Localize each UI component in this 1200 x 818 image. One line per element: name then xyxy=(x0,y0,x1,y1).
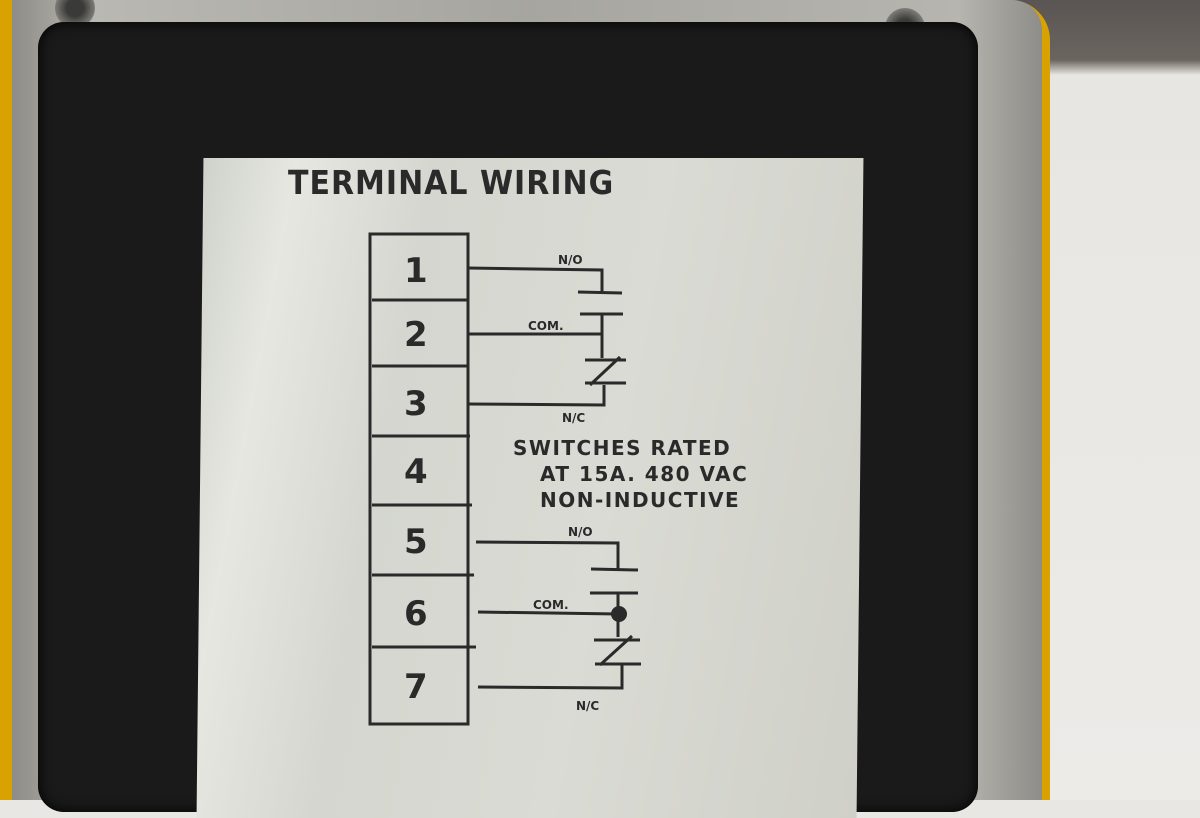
label-com-2: COM. xyxy=(533,598,569,612)
terminal-5: 5 xyxy=(404,522,428,562)
label-com-1: COM. xyxy=(528,319,564,333)
junction-dot xyxy=(611,606,627,622)
label-no-1: N/O xyxy=(558,253,583,267)
terminal-4: 4 xyxy=(404,452,428,492)
label-no-2: N/O xyxy=(568,525,593,539)
terminal-1: 1 xyxy=(404,251,428,291)
label-nc-2: N/C xyxy=(576,699,599,713)
rating-line-3: NON-INDUCTIVE xyxy=(540,488,741,512)
terminal-2: 2 xyxy=(404,315,428,355)
terminal-6: 6 xyxy=(404,594,428,634)
terminal-7: 7 xyxy=(404,667,428,707)
terminal-3: 3 xyxy=(404,384,428,424)
rating-line-2: AT 15A. 480 VAC xyxy=(540,462,749,486)
rating-line-1: SWITCHES RATED xyxy=(513,436,732,460)
label-title: TERMINAL WIRING xyxy=(288,164,615,203)
label-nc-1: N/C xyxy=(562,411,585,425)
wiring-diagram: 1 2 3 4 5 6 7 N/O COM. N/C N/O COM. N/C xyxy=(368,232,641,726)
